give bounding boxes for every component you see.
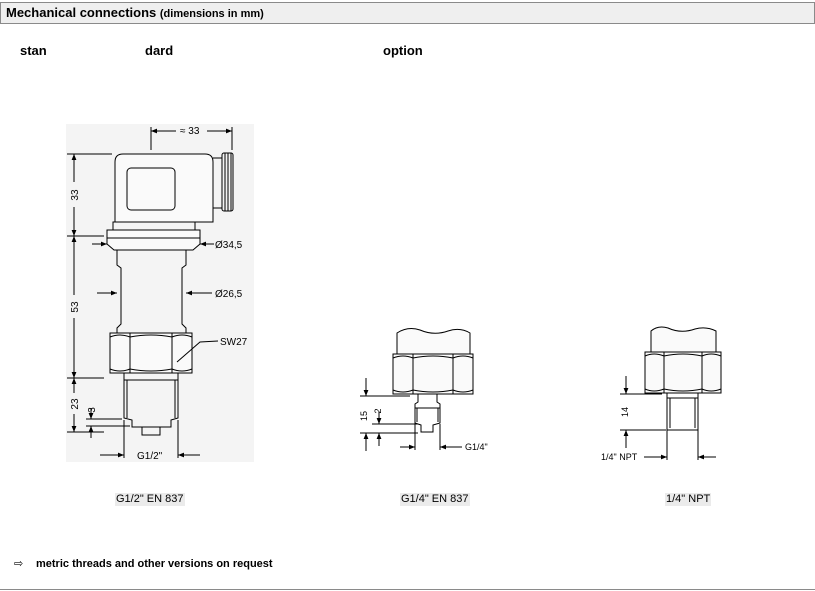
arrow-right-icon: ⇨ [14,558,24,570]
diameter-top-label: Ø34,5 [215,240,243,251]
caption-standard: G1/2" EN 837 [115,493,185,506]
wrench-size-label: SW27 [220,337,248,348]
column-label-option: option [383,43,423,58]
option1-small-label: 2 [373,408,383,413]
section-title-main: Mechanical connections [6,5,157,20]
option1-length-label: 15 [359,411,369,421]
footnote: ⇨ metric threads and other versions on re… [14,557,273,570]
option2-length-label: 14 [620,407,630,417]
drawing-option1-labels: 15 2 G1/4" [359,408,488,452]
section-header-bar: Mechanical connections (dimensions in mm… [0,2,815,24]
option1-thread-label: G1/4" [465,442,488,452]
option2-thread-label: 1/4" NPT [601,452,638,462]
section-title: Mechanical connections (dimensions in mm… [6,5,264,20]
caption-option1: G1/4" EN 837 [400,493,470,506]
drawing-option-npt [620,326,722,460]
dim-body-label: 53 [70,301,81,313]
diameter-body-label: Ø26,5 [215,289,243,300]
dim-small-label: 3 [87,407,98,413]
drawing-option2-labels: 14 1/4" NPT [601,407,638,462]
drawing-standard-g12 [66,124,254,462]
column-label-standard-right: dard [145,43,174,58]
bottom-divider [0,589,815,590]
dim-head-label: 33 [70,189,81,201]
drawing-option-g14 [360,328,474,451]
thread-standard-label: G1/2" [137,451,163,462]
dim-width-label: ≈ 33 [180,126,200,137]
section-title-subtitle: (dimensions in mm) [159,8,264,20]
caption-option2: 1/4" NPT [665,493,712,506]
drawing-standard-labels: ≈ 33 33 53 23 3 Ø34,5 Ø26,5 SW27 G1/2" [70,126,248,462]
column-label-standard-left: stan [20,43,47,58]
footnote-text: metric threads and other versions on req… [36,558,273,570]
dim-thread-label: 23 [70,398,81,410]
